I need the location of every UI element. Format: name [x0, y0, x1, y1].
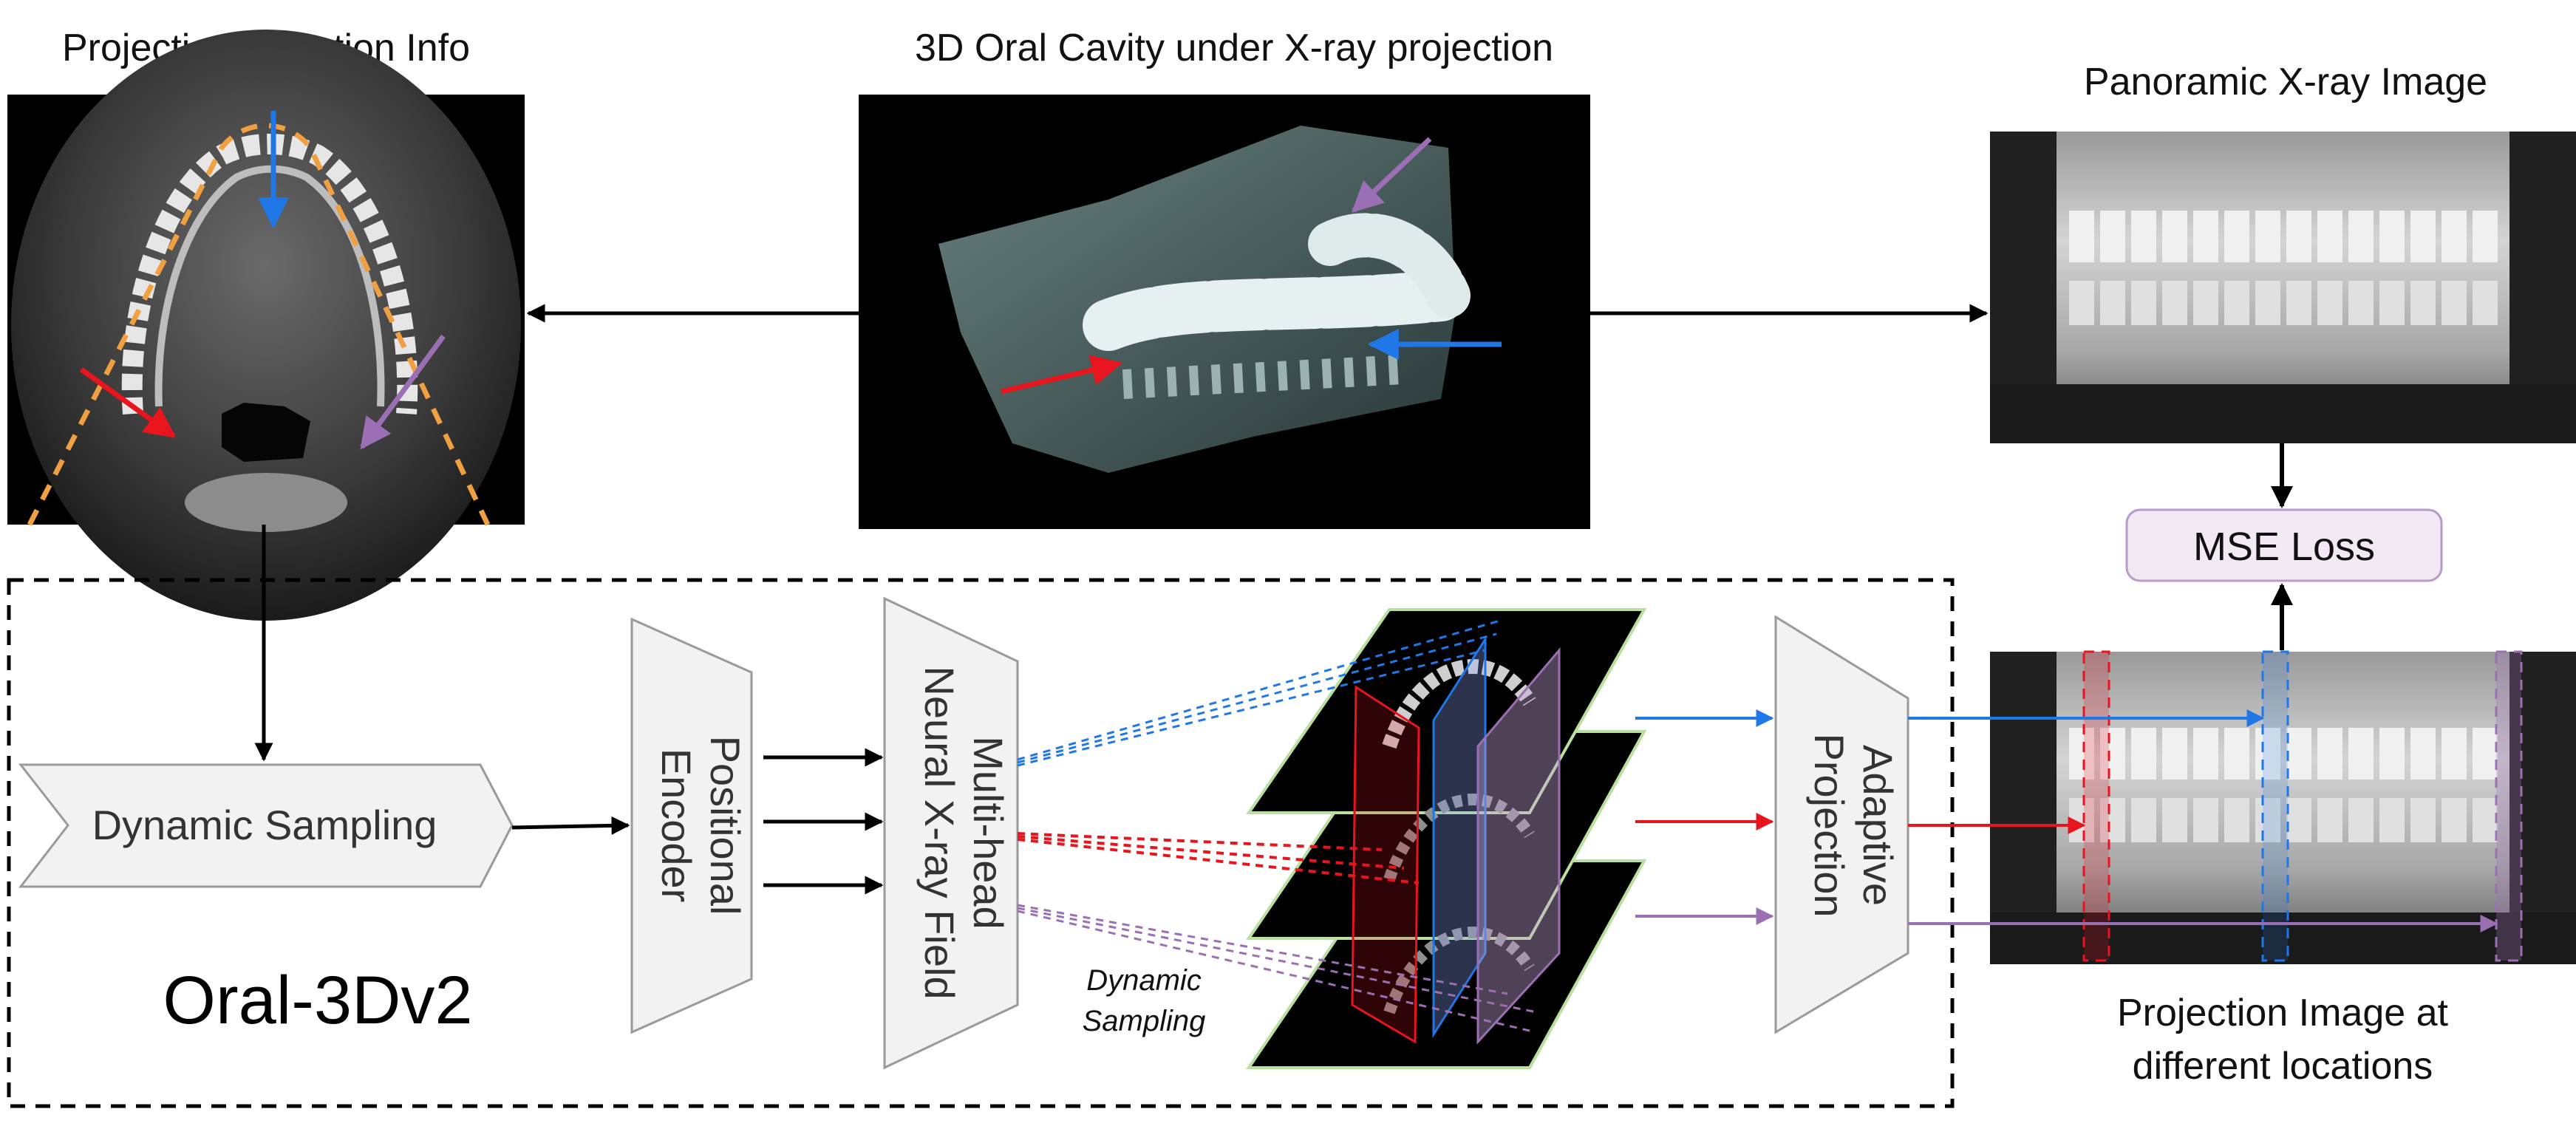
positional-encoder-label-line2: Encoder [653, 748, 700, 903]
projection-strip-red [2082, 650, 2110, 962]
title-oral-cavity: 3D Oral Cavity under X-ray projection [915, 27, 1553, 69]
adaptive-projection-block [1774, 615, 1909, 1034]
ray-blue-1 [1017, 619, 1501, 761]
axial-ct-image [7, 30, 525, 621]
ray-red-3 [1017, 838, 1420, 884]
projection-strip-purple [2495, 650, 2523, 962]
oral-3dv2-model-boundary [7, 578, 1955, 1108]
ray-blue-3 [1017, 649, 1486, 767]
cavity-arrow-purple [1351, 137, 1432, 213]
positional-encoder-block [630, 617, 753, 1034]
oral-cavity-volume-image [859, 95, 1590, 529]
title-panoramic: Panoramic X-ray Image [2084, 61, 2487, 103]
dynamic-sampling-caption-line1: Dynamic [1086, 964, 1202, 997]
ct-arrow-purple [360, 334, 446, 450]
mse-loss-box [2125, 508, 2443, 582]
projection-plane-purple [1476, 647, 1561, 1045]
ray-purple-2 [1017, 907, 1538, 1014]
dynamic-sampling-label: Dynamic Sampling [92, 802, 437, 848]
positional-encoder-label-line1: Positional [702, 736, 749, 915]
multihead-label-line1: Multi-head [965, 736, 1012, 929]
dynamic-sampling-block [18, 763, 514, 888]
projection-plane-blue [1432, 635, 1487, 1039]
adaptive-label-line2: Projection [1806, 733, 1853, 917]
ct-arrow-red [79, 367, 177, 438]
multihead-field-block [883, 596, 1019, 1070]
multihead-label-line2: Neural X-ray Field [916, 666, 963, 999]
arrow-sampling-to-encoder [511, 816, 630, 835]
ray-purple-1 [1017, 904, 1508, 995]
cavity-arrow-red [1001, 355, 1123, 395]
adaptive-label-line1: Adaptive [1855, 745, 1901, 906]
dynamic-sampling-caption-line2: Sampling [1083, 1005, 1206, 1037]
oral-3dv2-brand: Oral-3Dv2 [163, 963, 472, 1038]
projection-plane-red [1351, 685, 1420, 1044]
projection-image-caption-line1: Projection Image at [2117, 992, 2449, 1034]
mse-loss-label: MSE Loss [2193, 525, 2375, 569]
projection-image-caption-line2: different locations [2133, 1045, 2433, 1088]
panoramic-xray-image [1990, 132, 2576, 443]
ray-red-2 [1017, 835, 1405, 870]
ray-blue-2 [1017, 632, 1497, 764]
projection-strip-blue [2261, 650, 2289, 962]
